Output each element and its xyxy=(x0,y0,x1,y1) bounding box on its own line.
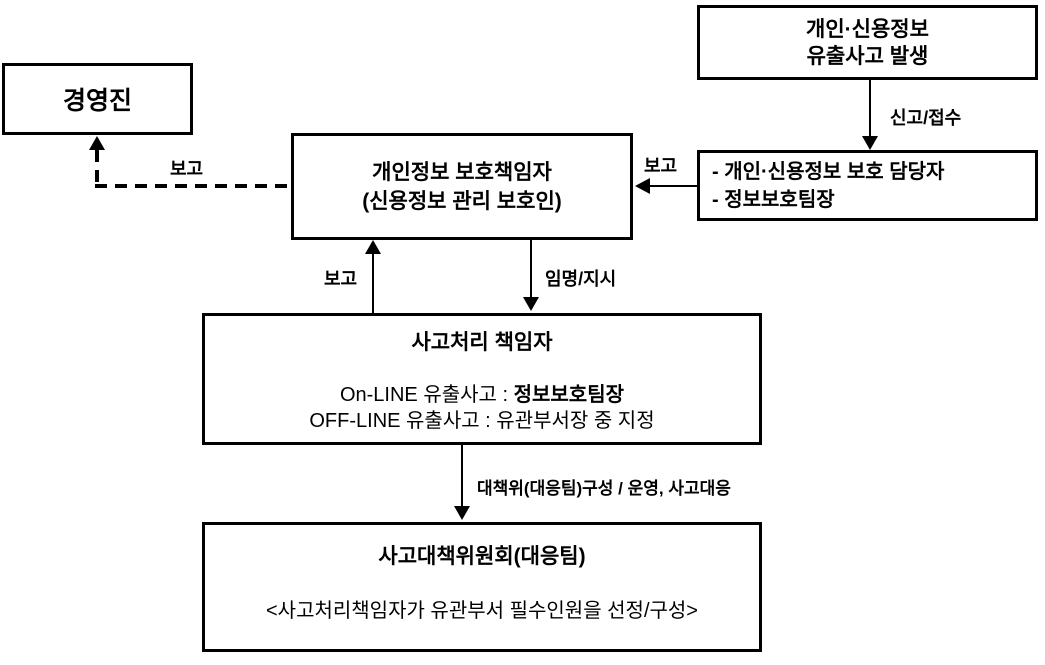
node-management-label: 경영진 xyxy=(62,87,132,115)
node-incident-line2: 유출사고 발생 xyxy=(806,44,929,68)
arrow-handlers-to-cpo-line xyxy=(650,185,697,187)
arrow-cpo-to-manager-line xyxy=(530,240,532,297)
node-committee: 사고대책위원회(대응팀) <사고처리책임자가 유관부서 필수인원을 선정/구성> xyxy=(202,522,762,652)
node-management: 경영진 xyxy=(2,63,193,135)
node-handlers-line1: - 개인·신용정보 보호 담당자 xyxy=(712,160,945,183)
arrow-incident-to-handlers-line xyxy=(869,80,871,138)
node-cpo-line2: (신용정보 관리 보호인) xyxy=(362,189,562,213)
arrow-up-icon xyxy=(365,240,381,254)
edge-label-report-up: 보고 xyxy=(324,269,358,289)
arrow-up-icon xyxy=(89,136,105,150)
arrow-left-icon xyxy=(635,178,650,194)
arrow-down-icon xyxy=(862,136,878,150)
arrow-manager-to-cpo-line xyxy=(372,253,374,313)
node-committee-note: <사고처리책임자가 유관부서 필수인원을 선정/구성> xyxy=(205,598,759,625)
arrow-down-icon xyxy=(454,506,470,520)
online-bold: 정보보호팀장 xyxy=(513,384,625,406)
edge-label-appoint: 임명/지시 xyxy=(545,269,617,289)
node-cpo-line1: 개인정보 보호책임자 xyxy=(372,160,552,184)
edge-label-report-receipt: 신고/접수 xyxy=(890,108,962,128)
arrow-manager-to-committee-line xyxy=(461,445,463,506)
node-incident-line1: 개인·신용정보 xyxy=(806,17,929,41)
arrow-cpo-to-management-dash-vertical xyxy=(95,150,99,188)
online-prefix: On-LINE 유출사고 : xyxy=(339,384,514,406)
node-incident-manager-offline: OFF-LINE 유출사고 : 유관부서장 중 지정 xyxy=(309,410,655,432)
node-incident-occurrence: 개인·신용정보 유출사고 발생 xyxy=(697,5,1038,80)
edge-label-report-to-management: 보고 xyxy=(170,159,204,179)
node-committee-title: 사고대책위원회(대응팀) xyxy=(378,545,586,568)
node-incident-manager-body: On-LINE 유출사고 : 정보보호팀장 OFF-LINE 유출사고 : 유관… xyxy=(205,382,759,434)
node-incident-manager: 사고처리 책임자 On-LINE 유출사고 : 정보보호팀장 OFF-LINE … xyxy=(202,313,762,445)
arrow-cpo-to-management-dash-horizontal xyxy=(95,184,291,188)
node-incident-manager-title: 사고처리 책임자 xyxy=(411,331,553,354)
edge-label-report-to-cpo: 보고 xyxy=(644,156,678,176)
node-cpo: 개인정보 보호책임자 (신용정보 관리 보호인) xyxy=(291,133,633,240)
arrow-down-icon xyxy=(523,297,539,311)
edge-label-committee-ops: 대책위(대응팀)구성 / 운영, 사고대응 xyxy=(477,479,731,498)
node-committee-note-text: <사고처리책임자가 유관부서 필수인원을 선정/구성> xyxy=(266,600,698,622)
node-handlers-line2: - 정보보호팀장 xyxy=(712,188,835,211)
node-incident-manager-online: On-LINE 유출사고 : 정보보호팀장 xyxy=(205,382,759,408)
node-handlers: - 개인·신용정보 보호 담당자 - 정보보호팀장 xyxy=(697,150,1038,221)
